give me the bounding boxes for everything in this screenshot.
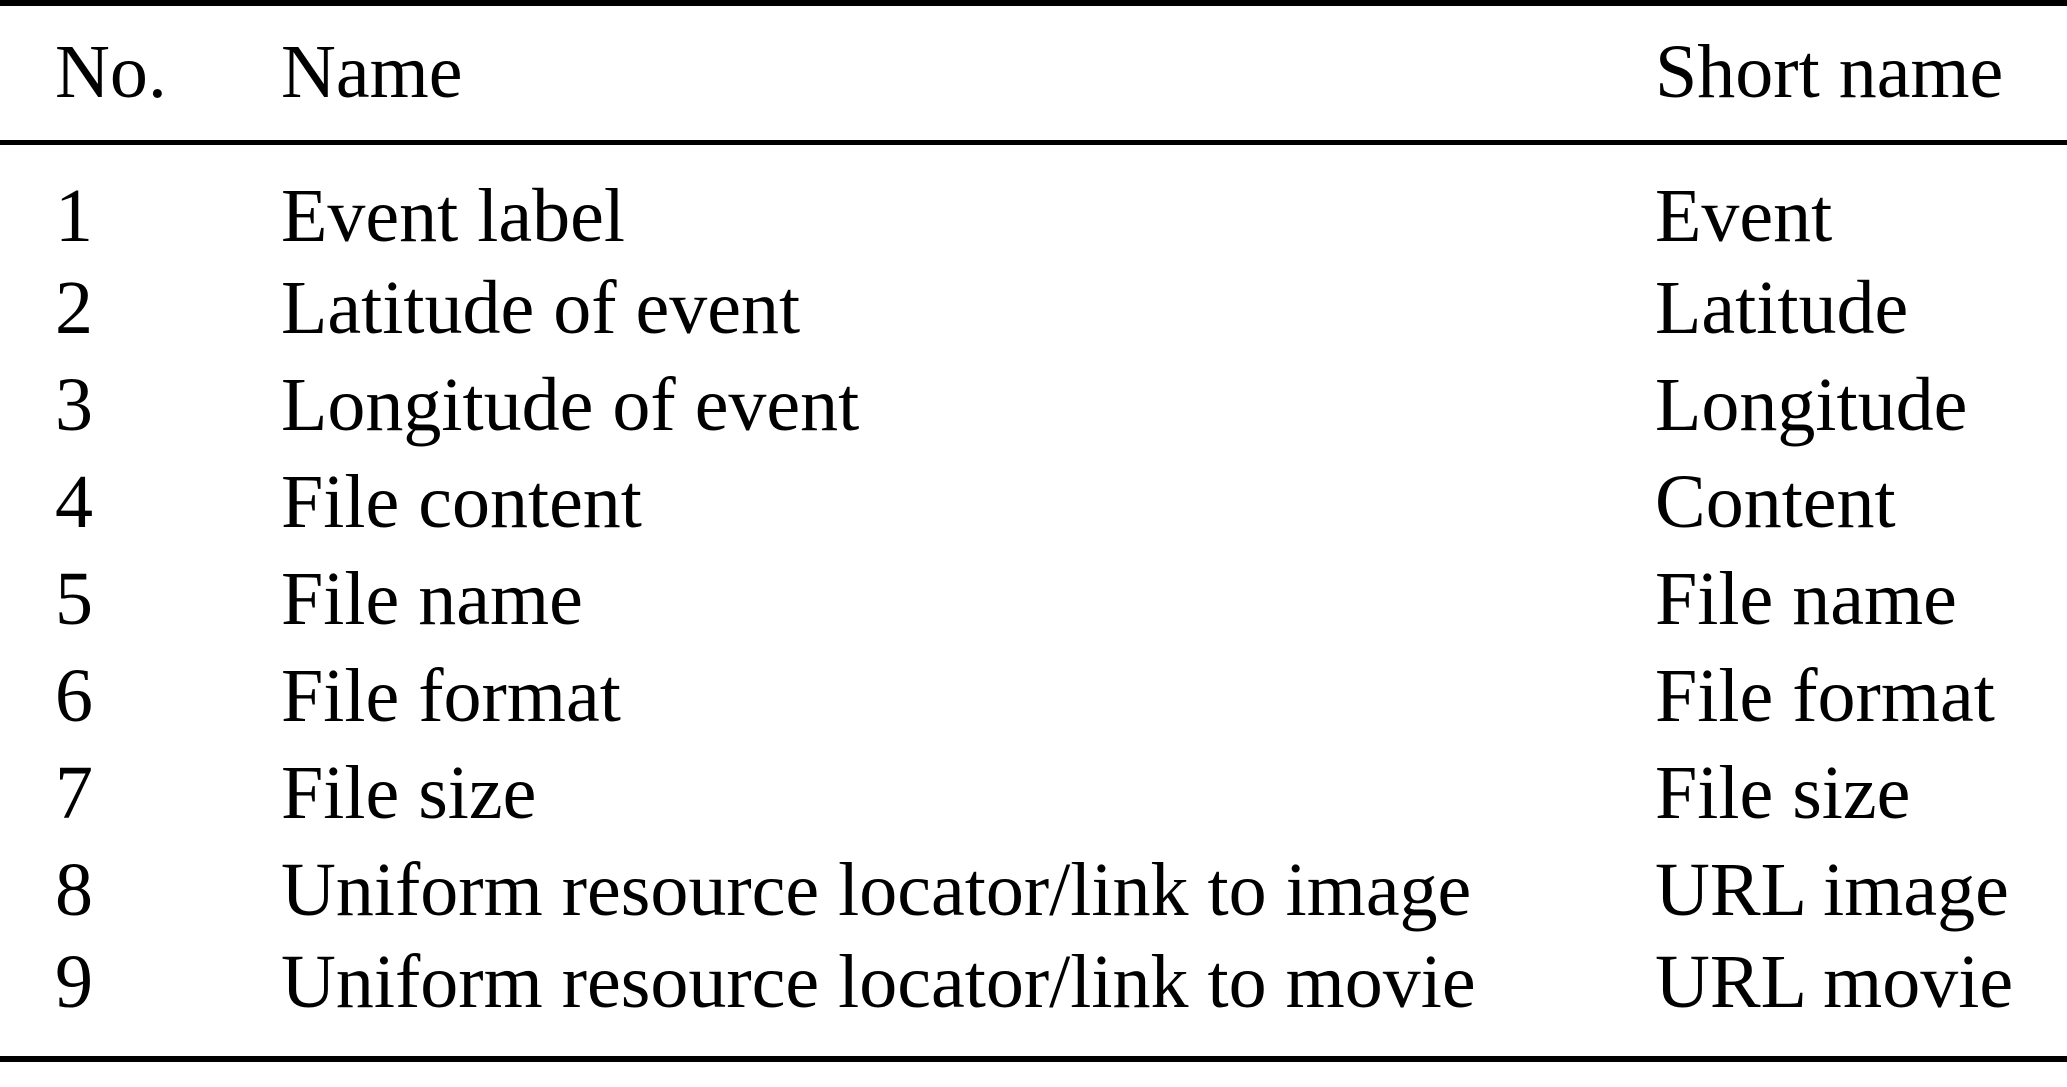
- column-header-no: No.: [0, 3, 225, 145]
- cell-no: 6: [55, 653, 93, 738]
- table-row: 8 Uniform resource locator/link to image…: [0, 842, 2067, 939]
- table-header: No. Name Short name: [0, 3, 2067, 145]
- cell-short-name: URL movie: [1655, 939, 2014, 1024]
- table-row: 9 Uniform resource locator/link to movie…: [0, 939, 2067, 1059]
- cell-no: 8: [55, 847, 93, 932]
- cell-short-name: Event: [1655, 173, 1833, 258]
- cell-name: Latitude of event: [281, 265, 801, 350]
- table-row: 7 File size File size: [0, 745, 2067, 842]
- cell-short-name: URL image: [1655, 847, 2009, 932]
- cell-short-name: Latitude: [1655, 265, 1909, 350]
- table-row: 3 Longitude of event Longitude: [0, 357, 2067, 454]
- cell-short-name: File size: [1655, 750, 1911, 835]
- cell-short-name: Content: [1655, 459, 1896, 544]
- cell-no: 5: [55, 556, 93, 641]
- cell-name: File format: [281, 653, 621, 738]
- cell-name: File name: [281, 556, 583, 641]
- cell-no: 7: [55, 750, 93, 835]
- cell-name: File content: [281, 459, 642, 544]
- cell-short-name: File format: [1655, 653, 1995, 738]
- header-row: No. Name Short name: [0, 3, 2067, 145]
- table-row: 2 Latitude of event Latitude: [0, 260, 2067, 357]
- metadata-fields-table: No. Name Short name 1 Event label Event …: [0, 0, 2067, 1062]
- cell-short-name: File name: [1655, 556, 1957, 641]
- table-row: 5 File name File name: [0, 551, 2067, 648]
- cell-name: Uniform resource locator/link to movie: [281, 939, 1476, 1024]
- cell-name: File size: [281, 750, 537, 835]
- table-row: 6 File format File format: [0, 648, 2067, 745]
- column-header-short-name: Short name: [1599, 3, 2067, 145]
- cell-name: Event label: [281, 173, 625, 258]
- cell-short-name: Longitude: [1655, 362, 1968, 447]
- cell-no: 9: [55, 939, 93, 1024]
- cell-no: 4: [55, 459, 93, 544]
- cell-no: 1: [55, 173, 93, 258]
- table-body: 1 Event label Event 2 Latitude of event …: [0, 142, 2067, 1059]
- cell-no: 3: [55, 362, 93, 447]
- cell-name: Longitude of event: [281, 362, 860, 447]
- column-header-name: Name: [225, 3, 1599, 145]
- cell-name: Uniform resource locator/link to image: [281, 847, 1472, 932]
- table-row: 1 Event label Event: [0, 142, 2067, 260]
- cell-no: 2: [55, 265, 93, 350]
- table-row: 4 File content Content: [0, 454, 2067, 551]
